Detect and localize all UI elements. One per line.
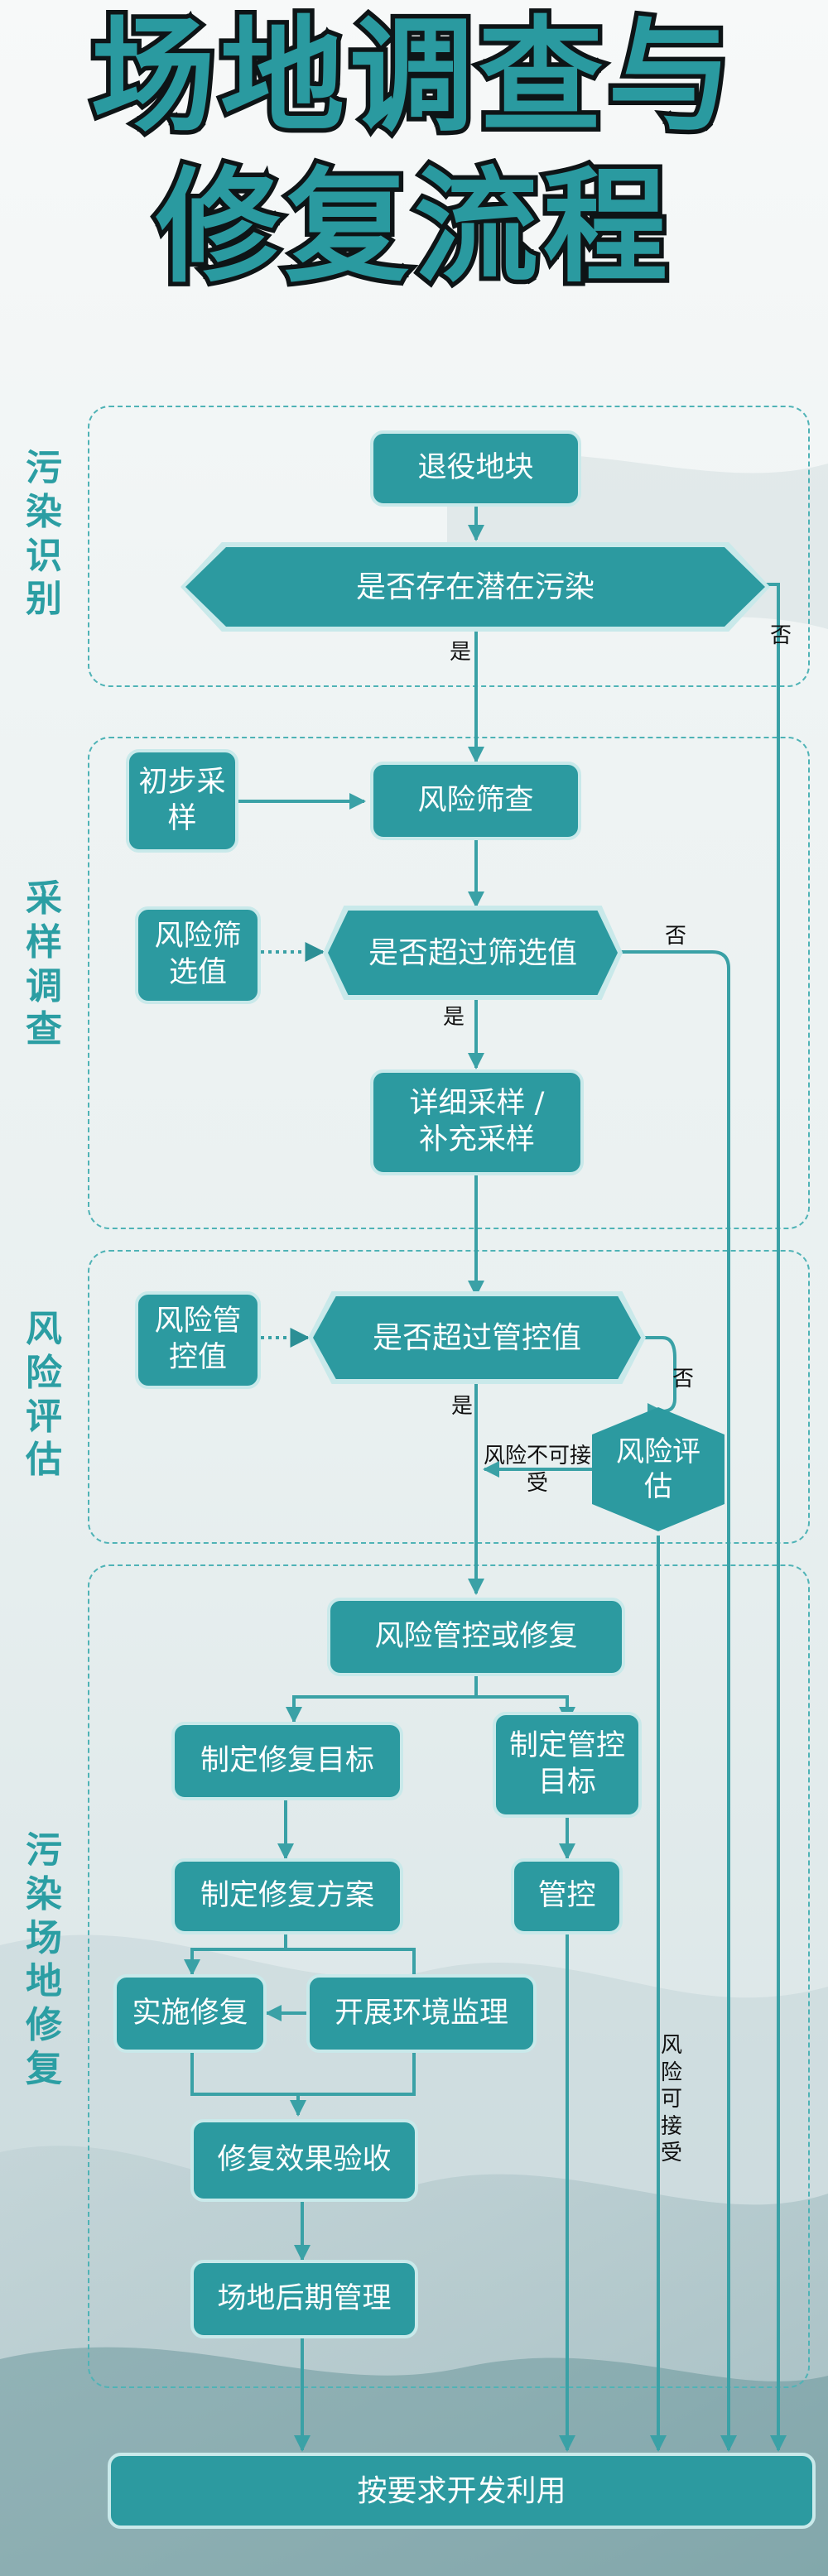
node-initial-sampling: 初步采样 <box>126 749 238 853</box>
arrow-no-screening <box>619 950 737 2452</box>
node-post-management: 场地后期管理 <box>190 2260 418 2338</box>
label-no-control: 否 <box>672 1367 695 1391</box>
stage-frame-pollution-identification <box>88 406 810 687</box>
node-screening-value: 风险筛选值 <box>135 906 261 1004</box>
title-line-2: 修复流程 <box>151 156 672 300</box>
stage-label-risk-assessment: 风险评估 <box>26 1308 62 1482</box>
arrow-implement-merge <box>190 2051 306 2117</box>
node-control-goal: 制定管控目标 <box>493 1712 642 1818</box>
node-detailed-sampling: 详细采样 / 补充采样 <box>370 1069 584 1175</box>
node-repair-goal: 制定修复目标 <box>171 1722 403 1800</box>
node-risk-screening: 风险筛查 <box>370 762 581 840</box>
stage-label-pollution-identification: 污染识别 <box>26 447 62 621</box>
label-no-potential: 否 <box>770 623 792 648</box>
label-yes-control: 是 <box>451 1394 474 1419</box>
label-yes-potential: 是 <box>450 640 472 665</box>
stage-label-sampling: 采样调查 <box>26 877 62 1051</box>
stage-frame-risk-assessment <box>88 1250 810 1544</box>
node-control: 管控 <box>511 1858 623 1934</box>
arrow-plan-split <box>184 1920 287 1976</box>
arrow-no-control <box>642 1336 678 1420</box>
node-develop-use: 按要求开发利用 <box>108 2453 816 2529</box>
stage-frame-remediation <box>88 1564 810 2388</box>
node-env-monitoring: 开展环境监理 <box>306 1974 537 2053</box>
node-retired-site: 退役地块 <box>370 430 581 507</box>
arrow-monitor-merge <box>298 2051 416 2096</box>
label-no-screening: 否 <box>665 924 687 949</box>
node-acceptance: 修复效果验收 <box>190 2119 418 2202</box>
node-implement-repair: 实施修复 <box>113 1974 267 2053</box>
node-control-value: 风险管控值 <box>135 1291 261 1389</box>
node-exceed-control: 是否超过管控值 <box>313 1296 641 1379</box>
label-risk-unacceptable: 风险不可接受 <box>484 1444 592 1496</box>
arrow-plan-split-right <box>286 1948 416 1974</box>
node-risk-assessment: 风险评估 <box>592 1407 724 1531</box>
node-exceed-screening: 是否超过筛选值 <box>328 911 618 995</box>
title-line-1: 场地调查与 <box>86 5 737 149</box>
stage-frame-sampling <box>88 737 810 1229</box>
node-control-or-repair: 风险管控或修复 <box>327 1598 625 1676</box>
arrow-split-repair <box>286 1676 478 1723</box>
label-yes-screening: 是 <box>443 1005 465 1030</box>
node-potential-pollution: 是否存在潜在污染 <box>185 547 765 627</box>
node-repair-plan: 制定修复方案 <box>171 1858 403 1934</box>
stage-label-remediation: 污染场地修复 <box>26 1829 62 2090</box>
label-risk-acceptable: 风险可接受 <box>660 2033 682 2165</box>
arrow-no-potential <box>766 583 787 2452</box>
